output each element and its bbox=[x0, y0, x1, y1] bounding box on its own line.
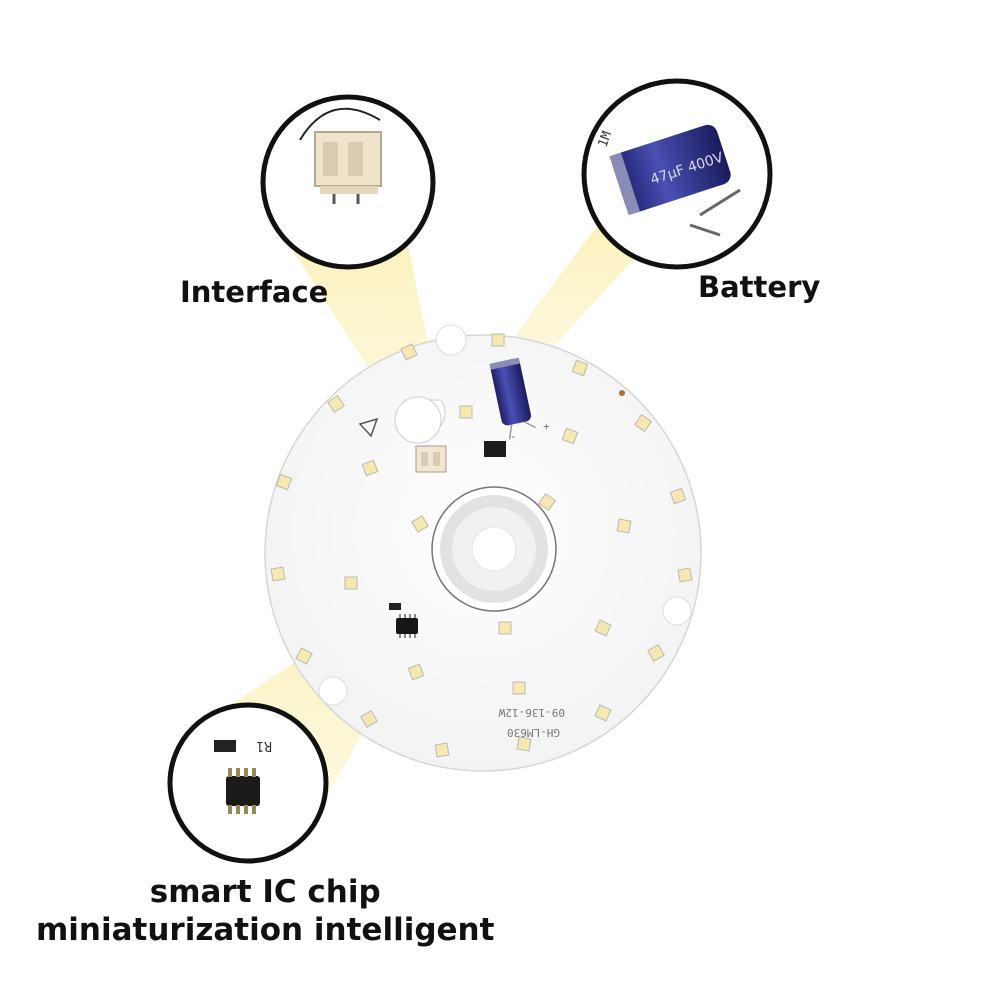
board-connector bbox=[415, 445, 447, 473]
polarity-minus: - bbox=[510, 430, 517, 443]
board-model-text: GH-LM630 bbox=[507, 726, 560, 739]
zoom-capacitor-label: 1M bbox=[596, 129, 616, 149]
board-resistor bbox=[389, 603, 401, 610]
led-array bbox=[270, 333, 693, 758]
chip-zoom-lens: R1 bbox=[167, 702, 329, 864]
board-ic-chip bbox=[396, 614, 418, 638]
polarity-plus: + bbox=[543, 420, 550, 433]
ic-chip-icon: R1 bbox=[214, 738, 272, 814]
chip-label-line2: miniaturization intelligent bbox=[36, 912, 495, 948]
board-capacitor bbox=[489, 357, 537, 440]
zoom-resistor-label: R1 bbox=[256, 738, 272, 753]
capacitor-icon: 47µF 400V 1M bbox=[596, 124, 741, 237]
battery-zoom-lens: 47µF 400V 1M bbox=[581, 78, 773, 270]
board-transistor bbox=[484, 441, 506, 457]
battery-highlight-beam bbox=[495, 222, 640, 378]
connector-icon bbox=[299, 107, 382, 204]
board-spec-text: 09-136-12W bbox=[498, 706, 565, 719]
interface-label: Interface bbox=[180, 275, 329, 309]
battery-label: Battery bbox=[698, 270, 821, 304]
chip-label: smart IC chip miniaturization intelligen… bbox=[36, 873, 494, 949]
led-circuit-board bbox=[264, 324, 702, 772]
interface-zoom-lens bbox=[260, 94, 436, 270]
chip-label-line1: smart IC chip bbox=[149, 874, 381, 910]
